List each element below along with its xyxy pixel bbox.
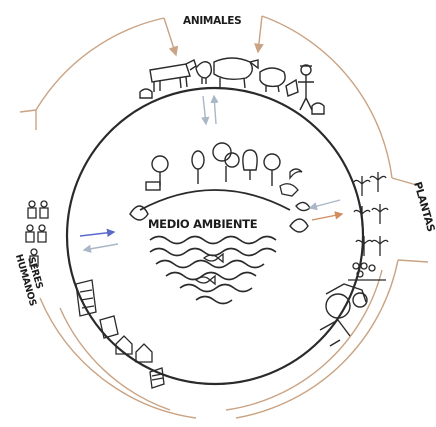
bird-icon [280, 169, 302, 196]
cow-icon [150, 60, 196, 92]
sheep-icon [214, 58, 258, 88]
factory-icon [100, 316, 118, 338]
label-medio-ambiente: MEDIO AMBIENTE [148, 217, 258, 231]
ground-arc [140, 190, 290, 210]
plant-sprout-icon [354, 172, 388, 256]
medio-ambiente-hub: MEDIO AMBIENTE [130, 143, 310, 304]
main-circle [67, 88, 363, 384]
label-plantas: PLANTAS [411, 181, 436, 234]
ring-arrows [36, 16, 262, 130]
people-icon [26, 201, 48, 266]
fish-icon [196, 254, 223, 284]
tree-icon [146, 143, 280, 190]
pig-icon [260, 68, 285, 92]
goat-icon [286, 80, 298, 96]
humans-group [26, 201, 164, 388]
chicken-icon [196, 62, 211, 84]
tractor-icon [320, 284, 367, 346]
animals-group [140, 58, 324, 114]
label-animales: ANIMALES [183, 15, 241, 27]
farmer-icon [298, 65, 314, 110]
label-seres-humanos-group: SERES HUMANOS [13, 250, 49, 308]
water-waves-icon [150, 237, 276, 304]
label-plantas-group: PLANTAS [411, 181, 436, 234]
house-icon [116, 336, 164, 388]
